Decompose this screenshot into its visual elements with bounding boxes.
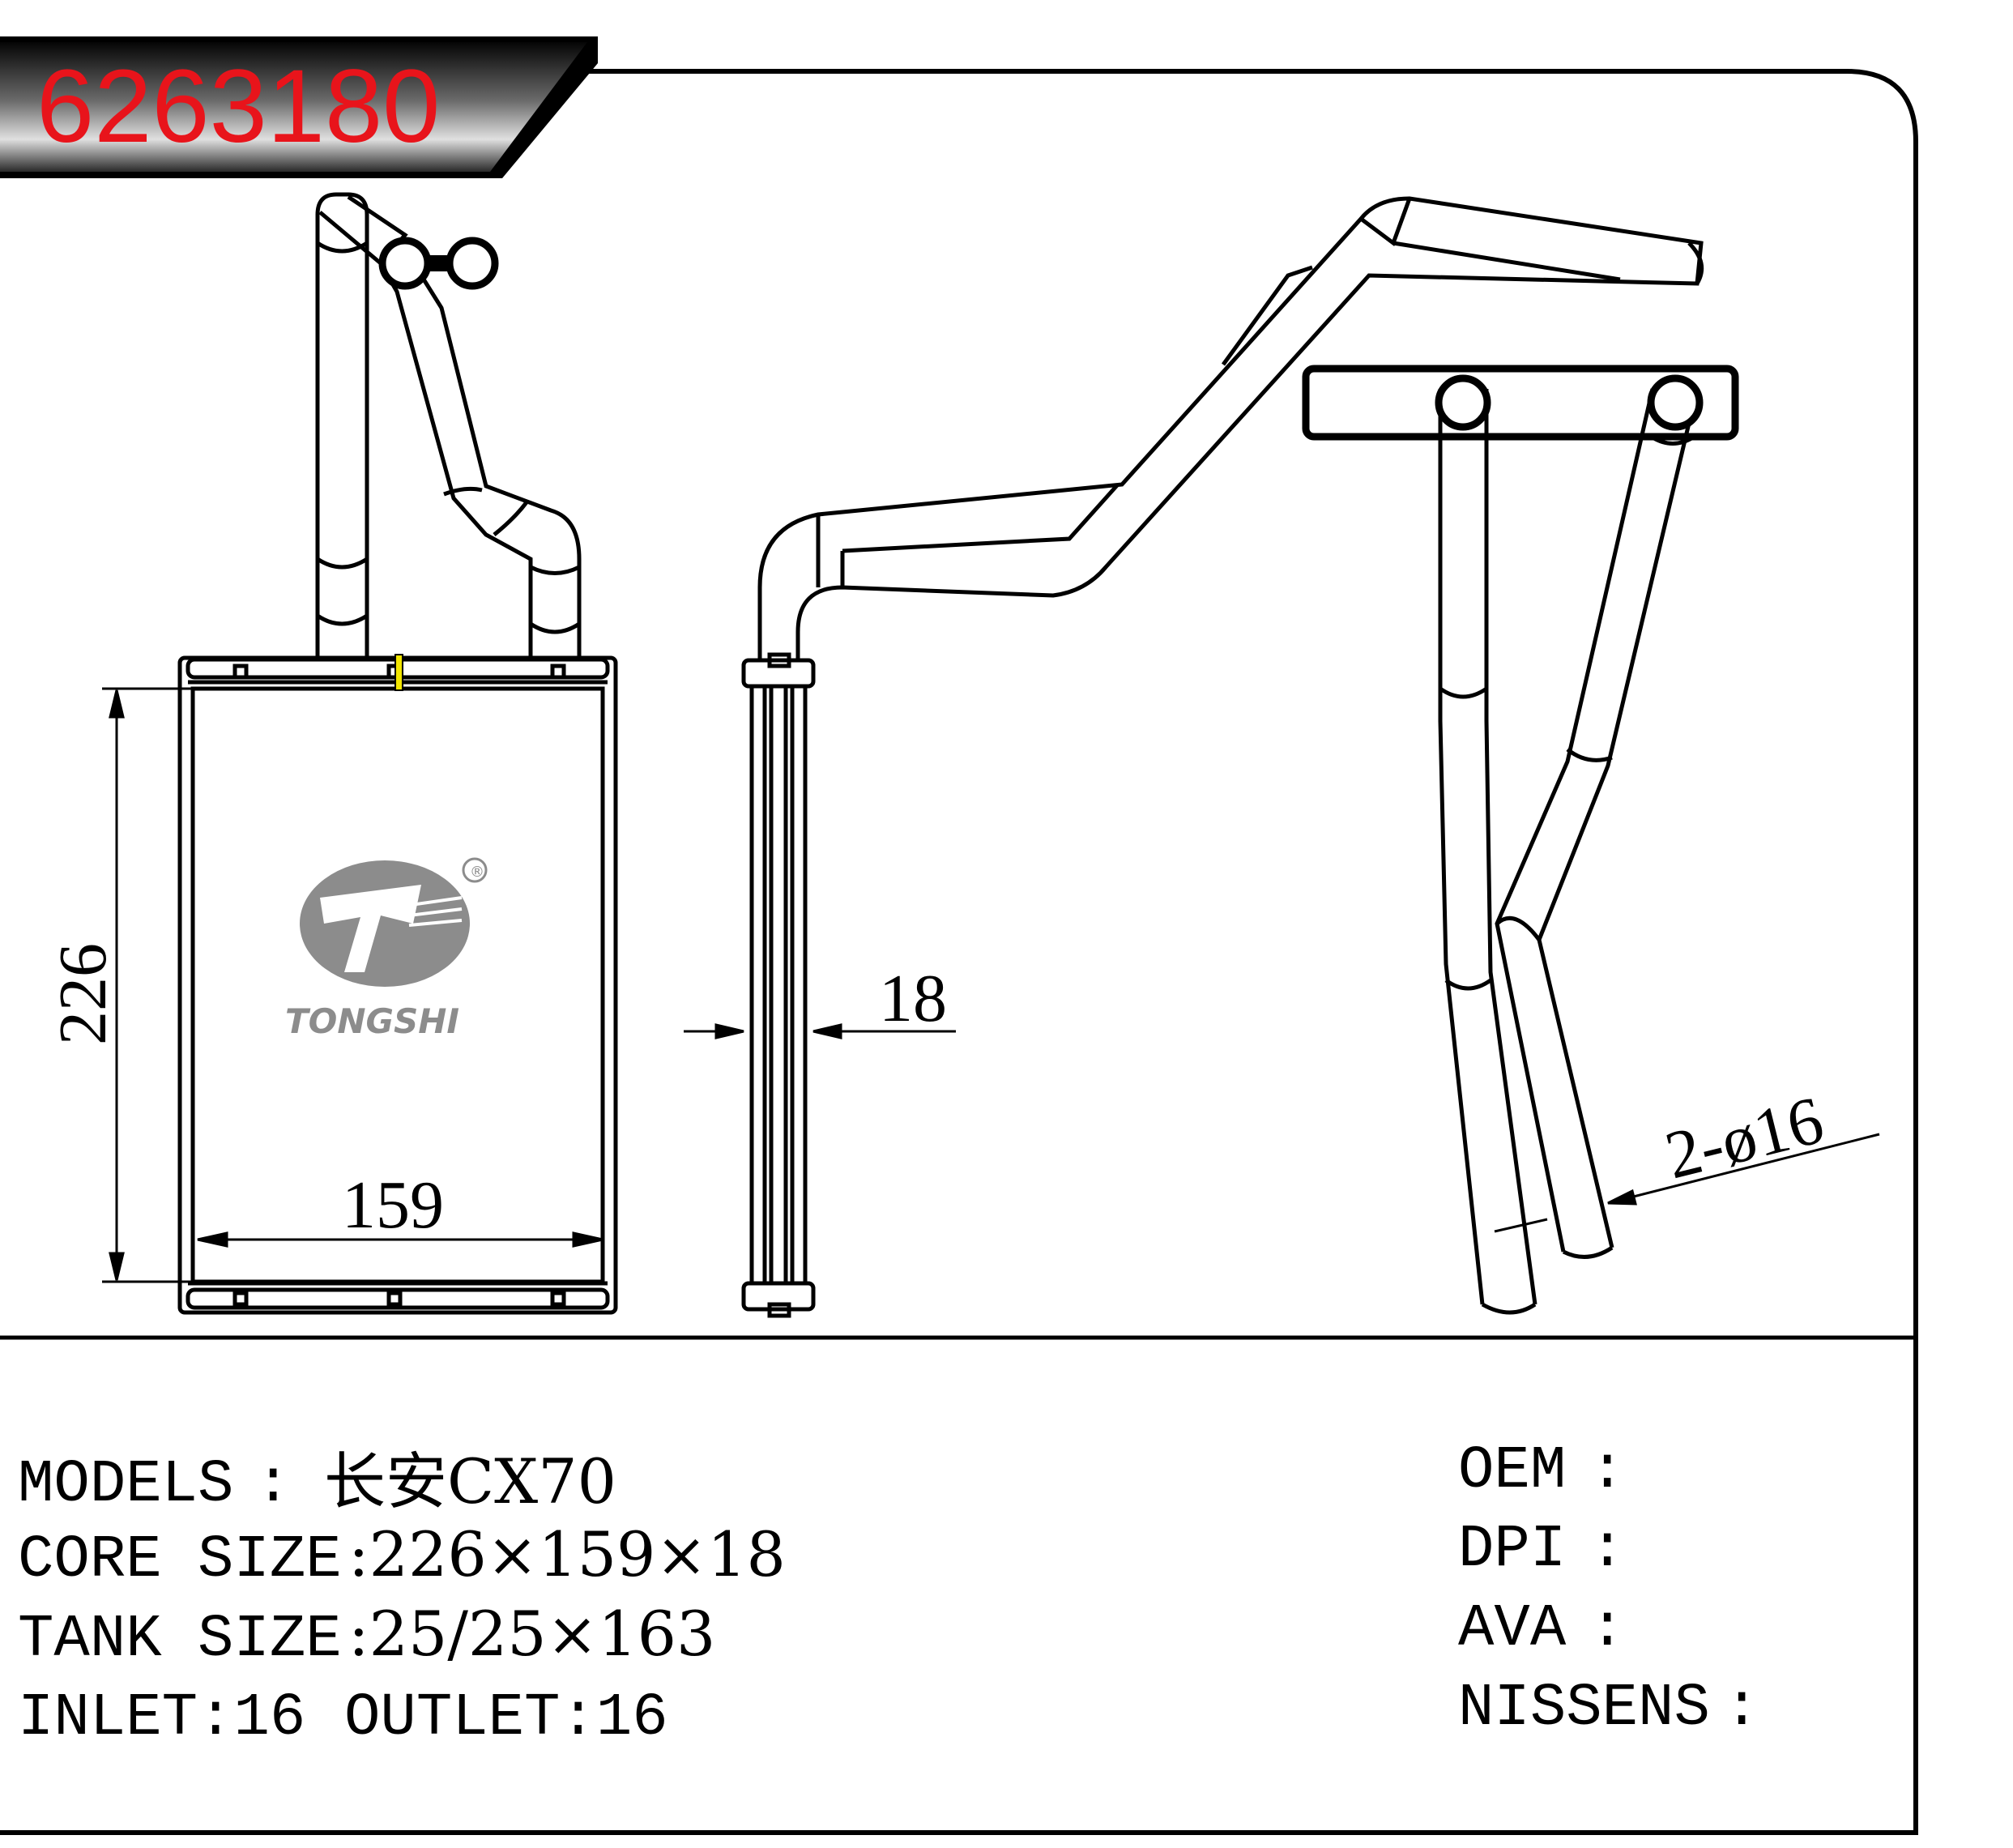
core-size-label: CORE SIZE <box>18 1526 342 1594</box>
references-block: OEM : DPI : AVA : NISSENS : <box>1458 1437 1759 1743</box>
height-label: 226 <box>45 943 121 1045</box>
tank-size-label: TANK SIZE <box>18 1606 342 1674</box>
ava-separator: : <box>1589 1595 1625 1663</box>
outlet-value: OUTLET:16 <box>344 1684 668 1752</box>
tongshi-logo: ® TONGSHI <box>285 857 488 1041</box>
pipe-flanges <box>378 237 499 290</box>
tank-size-value: :25/25×163 <box>348 1598 715 1670</box>
dimension-thickness <box>684 1023 956 1039</box>
pipe-view <box>1302 365 1739 1315</box>
yellow-marker <box>394 654 403 691</box>
dimension-width <box>197 1231 603 1248</box>
brand-name: TONGSHI <box>285 1001 459 1041</box>
drawing-frame <box>0 69 1918 1835</box>
width-label: 159 <box>342 1167 444 1243</box>
oem-separator: : <box>1589 1437 1625 1505</box>
pipes-label: 2-ø16 <box>1658 1082 1831 1194</box>
thickness-label: 18 <box>879 961 947 1036</box>
ava-label: AVA <box>1458 1595 1567 1663</box>
models-label: MODELS <box>18 1451 233 1519</box>
core-size-value: :226×159×18 <box>348 1518 786 1590</box>
part-number-banner: 6263180 <box>0 36 598 178</box>
models-separator: : <box>255 1451 291 1519</box>
part-number: 6263180 <box>36 49 440 164</box>
dimension-height <box>102 687 191 1283</box>
nissens-separator: : <box>1724 1675 1759 1743</box>
dimension-pipes <box>1494 1133 1880 1233</box>
registered-mark: ® <box>470 864 484 881</box>
dpi-label: DPI <box>1458 1516 1566 1584</box>
front-view <box>177 192 618 1315</box>
specs-block: MODELS : 长安CX70 CORE SIZE :226×159×18 TA… <box>18 1445 786 1752</box>
oem-label: OEM <box>1458 1437 1566 1505</box>
pipe-view-ports <box>1435 374 1704 431</box>
nissens-label: NISSENS <box>1458 1675 1710 1743</box>
inlet-value: INLET:16 <box>18 1684 305 1752</box>
dpi-separator: : <box>1589 1516 1625 1584</box>
side-view <box>741 196 1704 1318</box>
models-value: 长安CX70 <box>324 1445 616 1517</box>
